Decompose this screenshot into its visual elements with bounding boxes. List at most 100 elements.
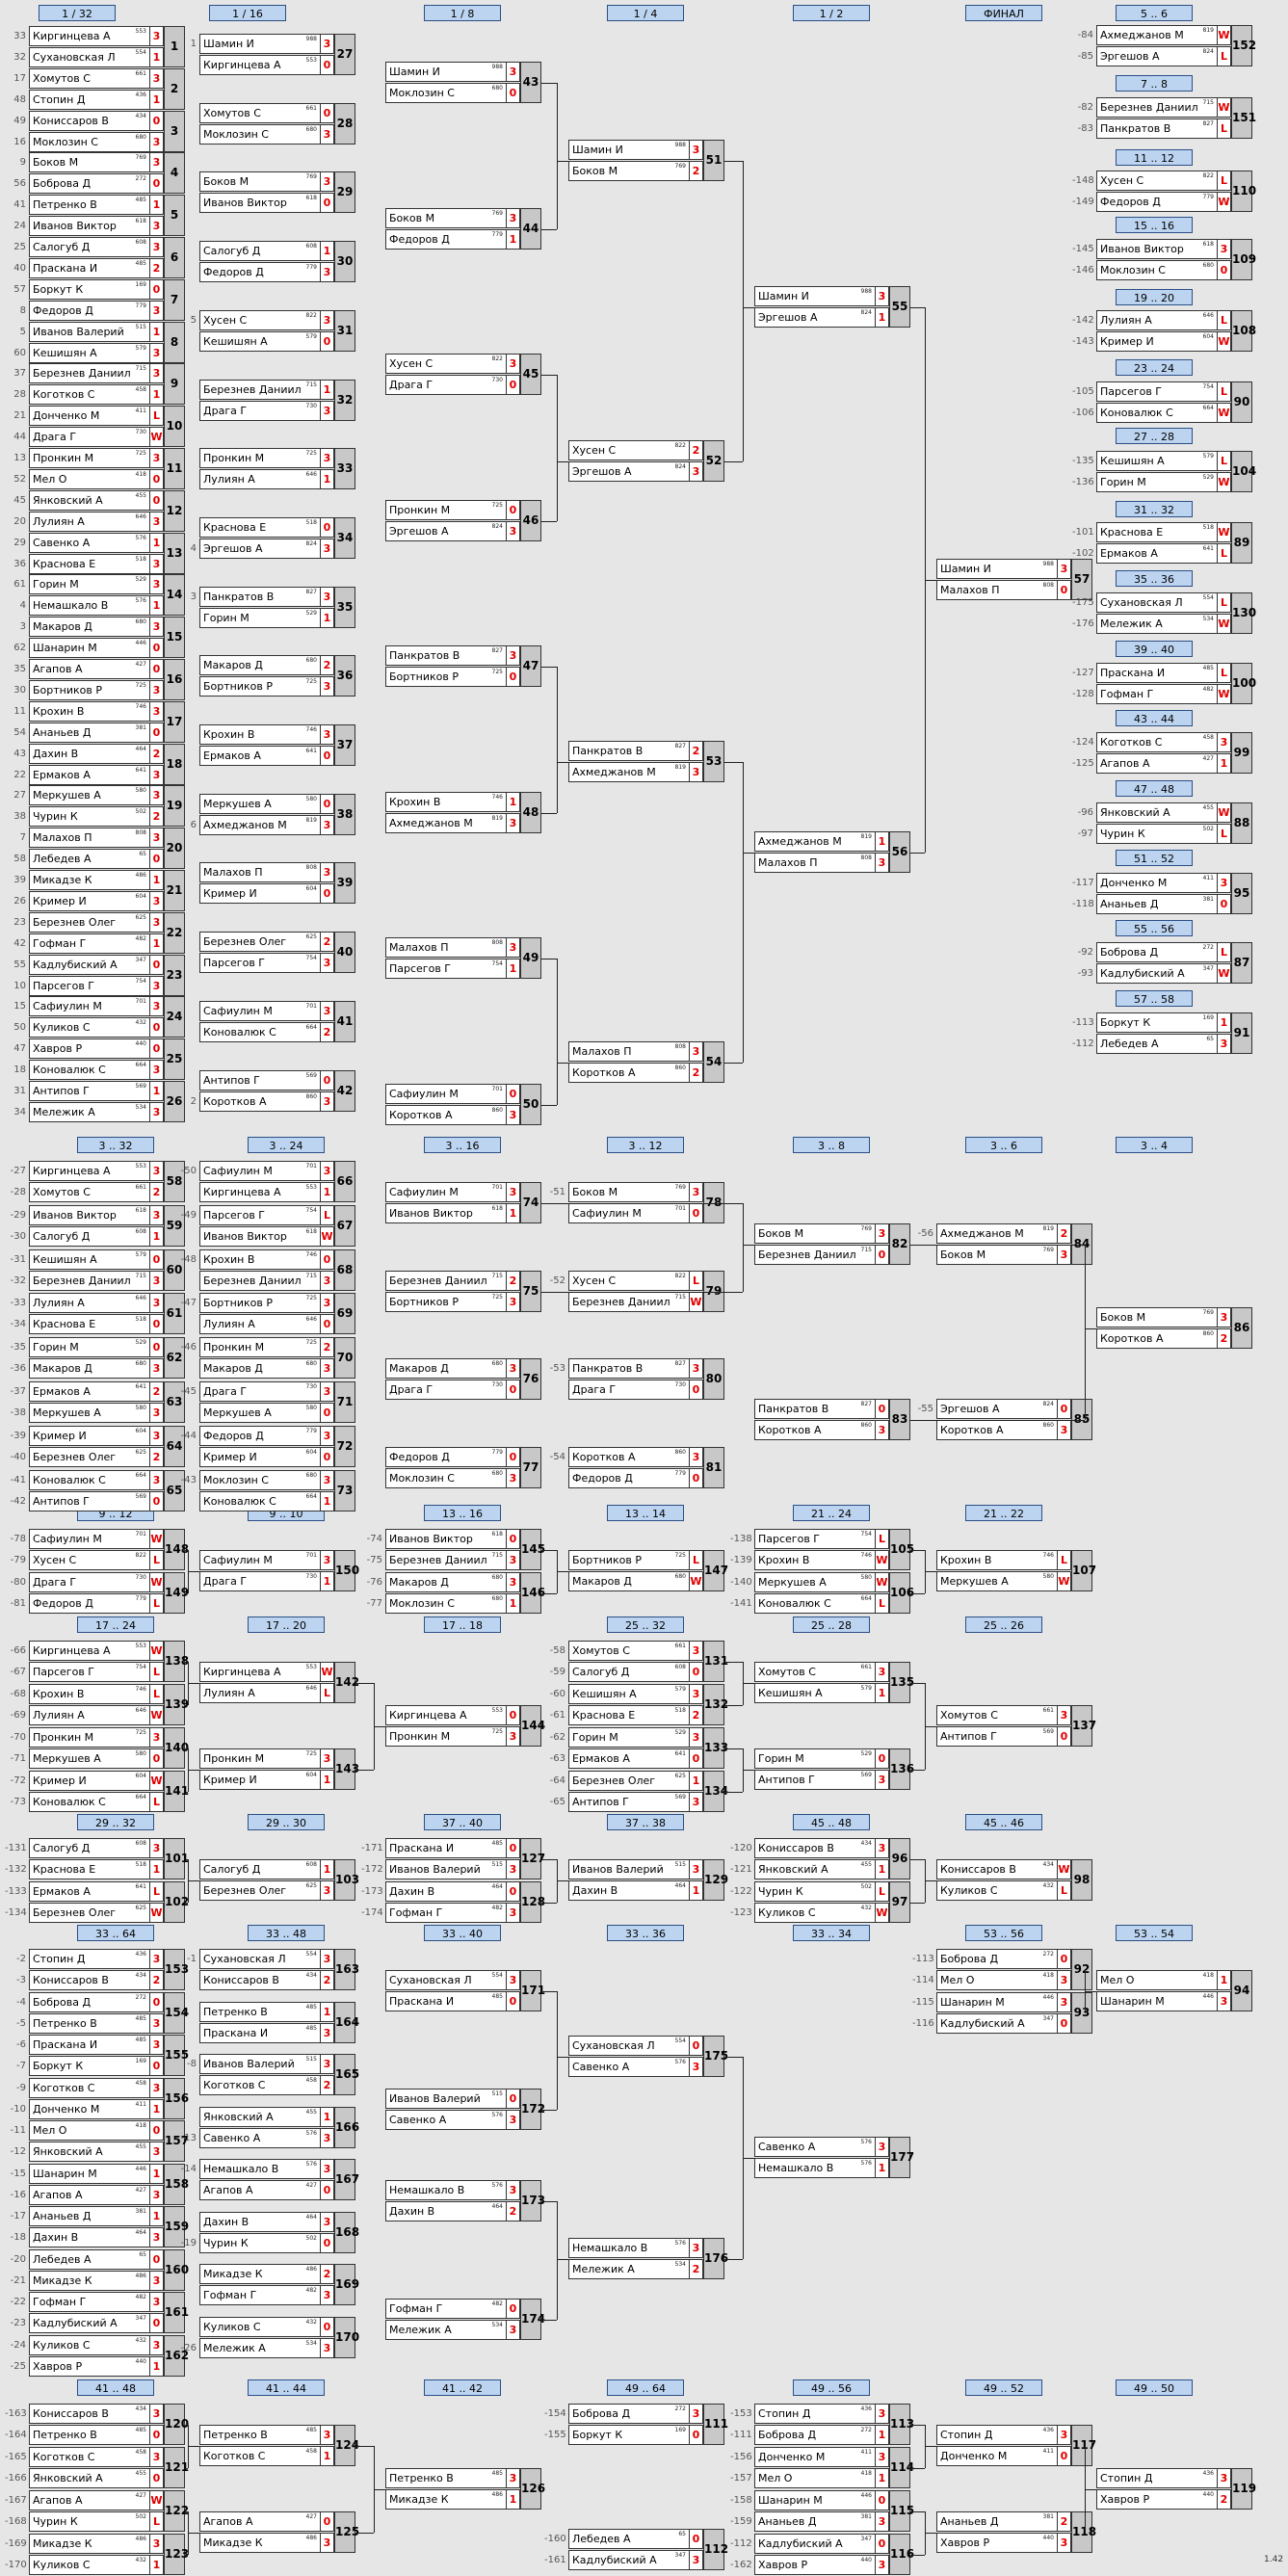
match-box[interactable]: Шамин И9883Эргешов А824155	[754, 286, 910, 329]
player-name[interactable]: Савенко А576	[199, 2128, 321, 2148]
player-name[interactable]: Бортников Р725	[199, 676, 321, 697]
player-name[interactable]: Кониссаров В434	[754, 1838, 876, 1858]
match-box[interactable]: Хомутов С6610Моклозин С680328	[199, 103, 355, 145]
player-name[interactable]: Иванов Виктор618	[29, 1205, 150, 1225]
player-name[interactable]: Праскана И485	[199, 2023, 321, 2043]
match-box[interactable]: Боков М7693Коротков А860286	[1096, 1307, 1252, 1350]
player-name[interactable]: Янковский А455	[29, 490, 150, 511]
player-name[interactable]: Салогуб Д608	[568, 1662, 690, 1682]
match-box[interactable]: Шанарин М4460Ананьев Д3813115	[754, 2490, 914, 2533]
match-box[interactable]: Кешишян А5790Березнев Даниил715360	[29, 1249, 185, 1292]
player-name[interactable]: Куликов С432	[936, 1880, 1058, 1901]
player-name[interactable]: Коготков С458	[29, 384, 150, 405]
player-name[interactable]: Коновалюк С664	[29, 1792, 150, 1812]
player-name[interactable]: Панкратов В827	[568, 1358, 690, 1379]
match-box[interactable]: Стопин Д4363Боброва Д2721113	[754, 2404, 914, 2446]
player-name[interactable]: Иванов Валерий515	[29, 322, 150, 342]
match-box[interactable]: Иванов Виктор6183Моклозин С6800109	[1096, 239, 1256, 281]
match-box[interactable]: Немашкало В5763Дахин В4642173	[385, 2180, 545, 2222]
player-name[interactable]: Киргинцева А553	[29, 1641, 150, 1661]
player-name[interactable]: Крохин В746	[199, 724, 321, 745]
player-name[interactable]: Кониссаров В434	[936, 1859, 1058, 1879]
match-box[interactable]: Агапов А427WЧурин К502L122	[29, 2490, 189, 2533]
match-box[interactable]: Кадлубиский А3470Парсегов Г754323	[29, 955, 185, 997]
match-box[interactable]: Иванов Валерий5151Кешишян А57938	[29, 322, 185, 364]
player-name[interactable]: Микадзе К486	[29, 2271, 150, 2291]
player-name[interactable]: Сафиулин М701	[568, 1203, 690, 1223]
player-name[interactable]: Пронкин М725	[29, 1727, 150, 1748]
player-name[interactable]: Чурин К502	[29, 806, 150, 827]
player-name[interactable]: Микадзе К486	[385, 2489, 507, 2510]
player-name[interactable]: Березнев Даниил715	[568, 1292, 690, 1312]
player-name[interactable]: Иванов Валерий515	[568, 1859, 690, 1879]
player-name[interactable]: Дахин В464	[29, 744, 150, 764]
player-name[interactable]: Стопин Д436	[754, 2404, 876, 2424]
player-name[interactable]: Дахин В464	[568, 1880, 690, 1901]
player-name[interactable]: Макаров Д680	[199, 1358, 321, 1379]
match-box[interactable]: Боркут К1690Федоров Д77937	[29, 279, 185, 322]
match-box[interactable]: Парсегов Г754LИванов Виктор618W67	[199, 1205, 355, 1248]
player-name[interactable]: Хомутов С661	[29, 68, 150, 89]
player-name[interactable]: Пронкин М725	[199, 1337, 321, 1357]
player-name[interactable]: Кониссаров В434	[199, 1970, 321, 1990]
match-box[interactable]: Лебедев А650Микадзе К4863160	[29, 2249, 189, 2292]
player-name[interactable]: Гофман Г482	[385, 1903, 507, 1923]
player-name[interactable]: Салогуб Д608	[29, 1226, 150, 1247]
player-name[interactable]: Горин М529	[754, 1748, 876, 1769]
player-name[interactable]: Донченко М411	[936, 2446, 1058, 2466]
match-box[interactable]: Куликов С4323Хавров Р4401162	[29, 2335, 189, 2378]
match-box[interactable]: Боков М7693Федоров Д779144	[385, 208, 541, 250]
player-name[interactable]: Коновалюк С664	[754, 1593, 876, 1614]
player-name[interactable]: Березнев Даниил715	[29, 1271, 150, 1291]
match-box[interactable]: Крохин В7460Березнев Даниил715368	[199, 1249, 355, 1292]
match-box[interactable]: Кониссаров В4343Янковский А455196	[754, 1838, 910, 1880]
player-name[interactable]: Донченко М411	[1096, 873, 1218, 893]
player-name[interactable]: Драга Г730	[199, 1571, 321, 1591]
player-name[interactable]: Янковский А455	[754, 1859, 876, 1879]
player-name[interactable]: Березнев Олег625	[29, 1903, 150, 1923]
player-name[interactable]: Крохин В746	[199, 1249, 321, 1270]
match-box[interactable]: Янковский А455WЧурин К502L88	[1096, 802, 1252, 845]
player-name[interactable]: Березнев Олег625	[29, 912, 150, 933]
player-name[interactable]: Хавров Р440	[29, 1038, 150, 1059]
player-name[interactable]: Ананьев Д381	[29, 2206, 150, 2226]
player-name[interactable]: Иванов Виктор618	[385, 1203, 507, 1223]
player-name[interactable]: Хомутов С661	[568, 1641, 690, 1661]
player-name[interactable]: Сухановская Л554	[29, 47, 150, 67]
player-name[interactable]: Донченко М411	[754, 2447, 876, 2467]
player-name[interactable]: Коротков А860	[385, 1105, 507, 1125]
match-box[interactable]: Макаров Д6803Драга Г730076	[385, 1358, 541, 1401]
player-name[interactable]: Ананьев Д381	[29, 723, 150, 743]
match-box[interactable]: Макаров Д6802Бортников Р725336	[199, 655, 355, 697]
player-name[interactable]: Петренко В485	[29, 2425, 150, 2445]
player-name[interactable]: Бортников Р725	[29, 680, 150, 700]
player-name[interactable]: Киргинцева А553	[29, 1161, 150, 1181]
player-name[interactable]: Панкратов В827	[568, 741, 690, 761]
player-name[interactable]: Кример И604	[199, 883, 321, 904]
player-name[interactable]: Агапов А427	[29, 2185, 150, 2205]
player-name[interactable]: Горин М529	[29, 1337, 150, 1357]
match-box[interactable]: Хомутов С6613Салогуб Д6080131	[568, 1641, 728, 1683]
player-name[interactable]: Драга Г730	[568, 1380, 690, 1400]
player-name[interactable]: Шамин И988	[936, 559, 1058, 579]
player-name[interactable]: Салогуб Д608	[29, 1838, 150, 1858]
player-name[interactable]: Дахин В464	[29, 2227, 150, 2247]
player-name[interactable]: Хавров Р440	[1096, 2489, 1218, 2510]
player-name[interactable]: Хусен С822	[1096, 171, 1218, 191]
match-box[interactable]: Салогуб Д6081Березнев Олег6253103	[199, 1859, 359, 1902]
match-box[interactable]: Мел О4181Шанарин М446394	[1096, 1970, 1252, 2012]
match-box[interactable]: Хусен С822LФедоров Д779W110	[1096, 171, 1256, 213]
player-name[interactable]: Иванов Виктор618	[29, 216, 150, 236]
player-name[interactable]: Ермаков А641	[29, 1381, 150, 1402]
player-name[interactable]: Янковский А455	[1096, 802, 1218, 823]
player-name[interactable]: Лулиян А646	[199, 1683, 321, 1703]
player-name[interactable]: Макаров Д680	[29, 617, 150, 637]
player-name[interactable]: Меркушев А580	[754, 1572, 876, 1592]
player-name[interactable]: Ананьев Д381	[1096, 894, 1218, 914]
player-name[interactable]: Березнев Олег625	[199, 932, 321, 952]
match-box[interactable]: Киргинцева А5530Пронкин М7253144	[385, 1705, 545, 1748]
player-name[interactable]: Березнев Даниил715	[385, 1550, 507, 1570]
match-box[interactable]: Коновалюк С6643Антипов Г569065	[29, 1470, 185, 1512]
match-box[interactable]: Праскана И485LГофман Г482W100	[1096, 663, 1256, 705]
match-box[interactable]: Дахин В4642Ермаков А641318	[29, 744, 185, 786]
